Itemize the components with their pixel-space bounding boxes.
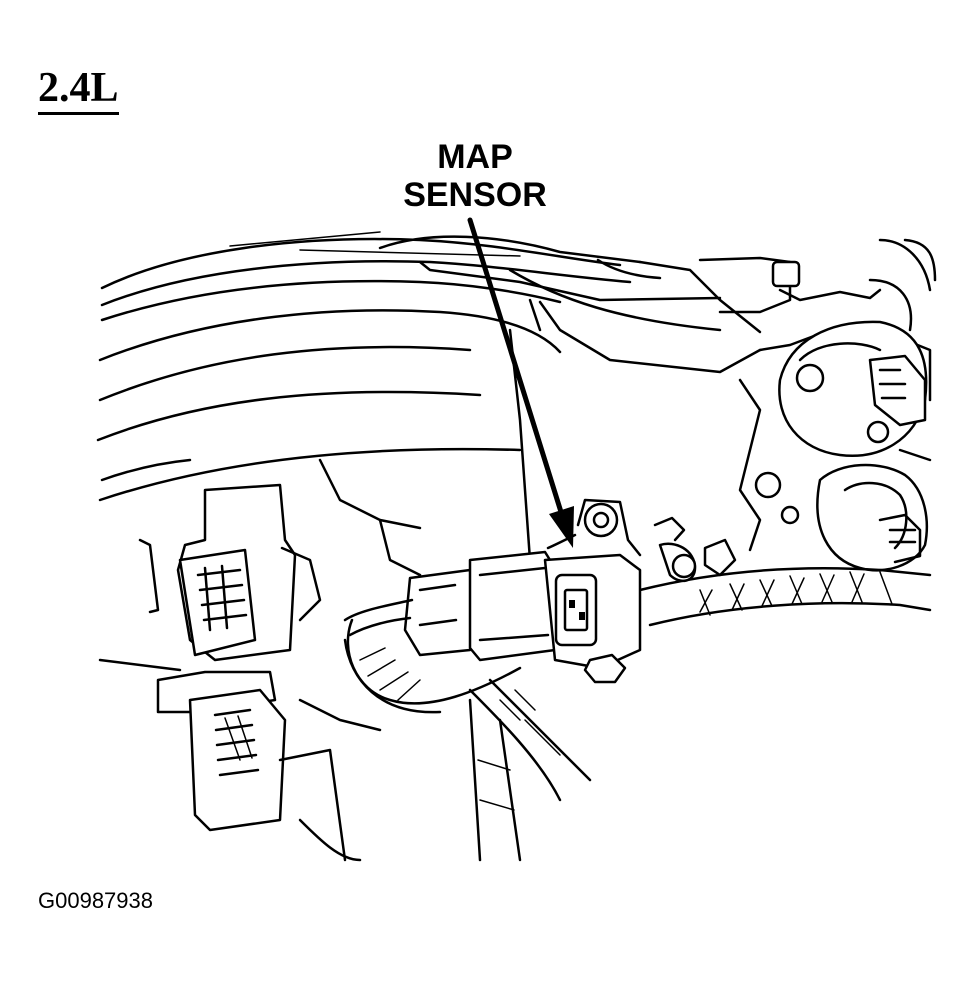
figure-id: G00987938 [38,888,153,913]
map-sensor-connector-icon [343,498,737,684]
engine-label: 2.4L [38,66,119,116]
callout-line-2: SENSOR [403,176,547,214]
arrow-down-right-icon [467,217,574,548]
intake-manifold [96,231,762,562]
wiring-harness [343,566,932,862]
throttle-body [698,238,937,572]
callout-line-1: MAP [437,138,513,176]
map-sensor-callout: MAP SENSOR [380,138,570,214]
harness-connectors [98,458,422,862]
